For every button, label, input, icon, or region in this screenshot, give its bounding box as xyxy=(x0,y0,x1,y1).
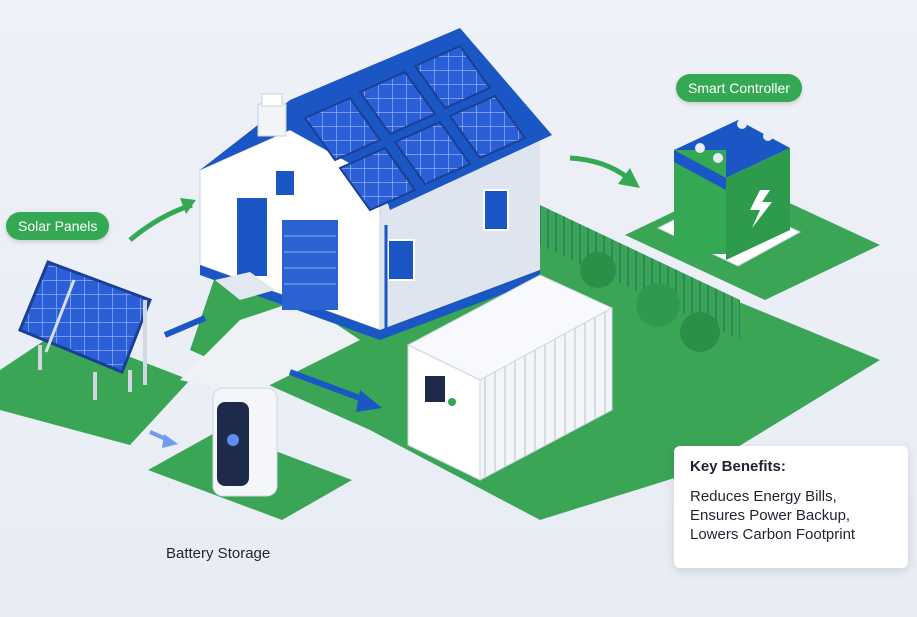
arrow-to-controller xyxy=(569,155,630,180)
arrow-to-house xyxy=(128,202,193,242)
house-base xyxy=(200,265,540,340)
smart-controller-device xyxy=(656,119,802,267)
key-benefits-title: Key Benefits: xyxy=(690,458,786,475)
benefit-item: Ensures Power Backup, xyxy=(690,507,851,524)
solar-panels-label: Solar Panels xyxy=(6,212,110,240)
container-battery-storage xyxy=(406,274,614,481)
front-steps xyxy=(215,272,275,300)
garage-door xyxy=(282,220,338,310)
benefit-item: Lowers Carbon Footprint xyxy=(690,526,856,543)
arrow-to-container xyxy=(288,369,367,403)
footpath xyxy=(180,300,360,395)
door xyxy=(237,198,267,276)
side-window-1 xyxy=(387,239,415,281)
flow-arrows xyxy=(128,155,640,448)
chimney xyxy=(257,103,287,137)
bushes xyxy=(580,252,720,352)
benefit-item: Reduces Energy Bills, xyxy=(690,488,837,505)
front-window xyxy=(274,169,296,197)
side-window-2 xyxy=(483,189,509,231)
smart-controller-label: Smart Controller xyxy=(676,74,802,102)
house xyxy=(199,28,552,340)
arrow-panels-to-battery xyxy=(163,315,207,338)
ground-solar-array xyxy=(18,260,152,400)
fence xyxy=(540,205,740,340)
battery-storage-label: Battery Storage xyxy=(166,545,271,562)
key-benefits-card: Key Benefits: Reduces Energy Bills, Ensu… xyxy=(674,446,908,568)
wall-battery-unit xyxy=(212,387,278,497)
roof-solar-panels xyxy=(303,44,527,212)
